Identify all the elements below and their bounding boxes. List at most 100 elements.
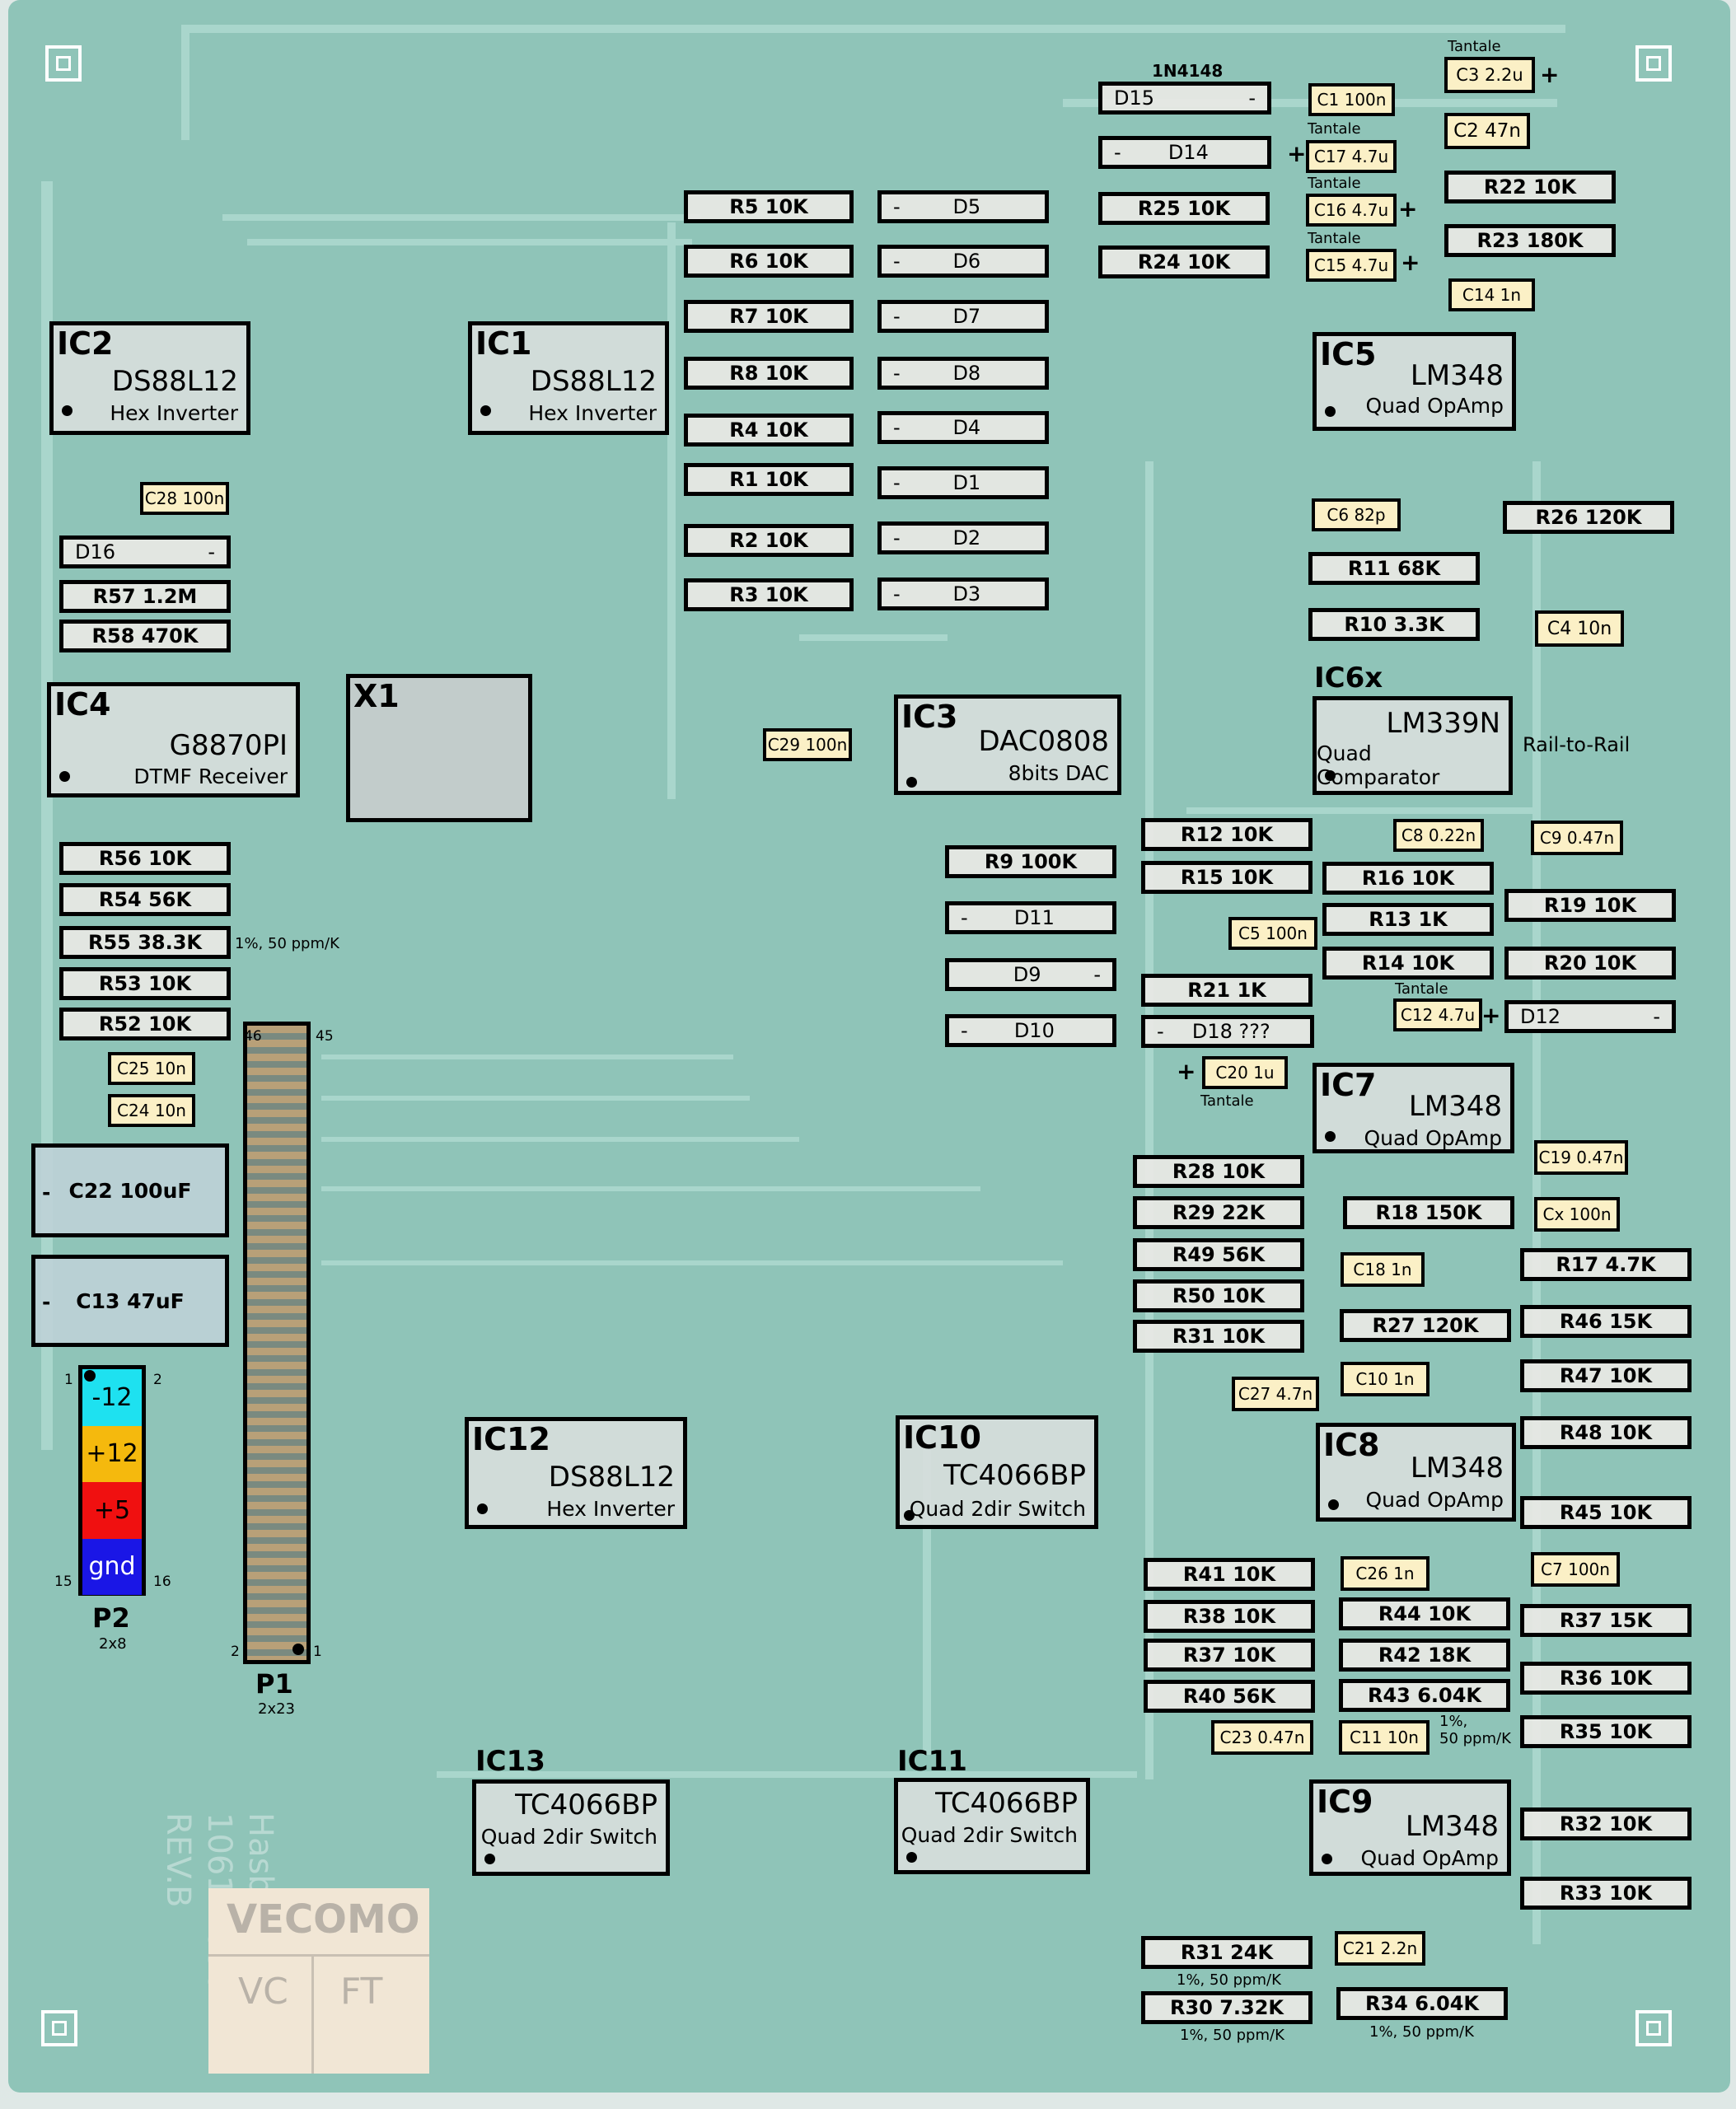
capacitor-c23: C23 0.47n: [1211, 1720, 1313, 1755]
plus-c12: +: [1481, 1002, 1501, 1029]
resistor-r23: R23 180K: [1444, 224, 1616, 257]
resistor-r12: R12 10K: [1141, 818, 1313, 851]
diode-d6: -D6: [877, 245, 1049, 278]
ic6x-comparator: LM339N Quad Comparator: [1313, 696, 1513, 795]
plus-c17: +: [1287, 140, 1307, 167]
capacitor-c18: C18 1n: [1341, 1252, 1425, 1287]
capacitor-c20: C20 1u: [1202, 1056, 1288, 1089]
resistor-r6: R6 10K: [684, 245, 854, 278]
resistor-r31: R31 10K: [1133, 1320, 1304, 1353]
capacitor-c2: C2 47n: [1444, 113, 1530, 149]
tolerance-r31: 1%, 50 ppm/K: [1177, 1971, 1281, 1989]
resistor-r22: R22 10K: [1444, 171, 1616, 203]
resistor-r34: R34 6.04K: [1336, 1987, 1508, 2020]
diode-d7: -D7: [877, 300, 1049, 333]
capacitor-c28: C28 100n: [140, 482, 229, 515]
diode-d2: -D2: [877, 521, 1049, 554]
resistor-r36: R36 10K: [1520, 1662, 1692, 1695]
resistor-r21: R21 1K: [1141, 974, 1313, 1007]
p2-size: 2x8: [99, 1635, 127, 1653]
sticker-vc: VC: [238, 1971, 288, 2013]
tolerance-r55: 1%, 50 ppm/K: [235, 935, 339, 952]
resistor-r54: R54 56K: [59, 883, 231, 916]
p1-size: 2x23: [258, 1700, 296, 1718]
sticker-title: VECOMO: [227, 1896, 420, 1943]
capacitor-c25: C25 10n: [108, 1052, 195, 1085]
resistor-r47: R47 10K: [1520, 1359, 1692, 1392]
capacitor-c1: C1 100n: [1308, 83, 1395, 116]
rail-to-rail-note: Rail-to-Rail: [1523, 733, 1631, 756]
p1-label: P1: [255, 1668, 293, 1700]
resistor-r25: R25 10K: [1098, 192, 1270, 225]
capacitor-c24: C24 10n: [108, 1094, 195, 1127]
capacitor-c29: C29 100n: [763, 728, 852, 761]
resistor-r52: R52 10K: [59, 1008, 231, 1040]
diode-d18: -D18 ???: [1141, 1015, 1314, 1048]
diode-type-label: 1N4148: [1152, 61, 1224, 81]
capacitor-c15: C15 4.7u: [1306, 249, 1397, 282]
capacitor-c6: C6 82p: [1312, 498, 1401, 531]
resistor-r41: R41 10K: [1144, 1558, 1315, 1591]
rail-plus5: +5: [82, 1482, 142, 1539]
resistor-r48: R48 10K: [1520, 1416, 1692, 1449]
diode-d3: -D3: [877, 578, 1049, 610]
resistor-r30: R30 7.32K: [1141, 1991, 1313, 2024]
resistor-r45: R45 10K: [1520, 1496, 1692, 1529]
capacitor-c14: C14 1n: [1448, 278, 1535, 311]
resistor-r18: R18 150K: [1343, 1196, 1514, 1229]
capacitor-c9: C9 0.47n: [1531, 821, 1623, 855]
diode-d4: -D4: [877, 411, 1049, 444]
plus-c3: +: [1540, 61, 1560, 88]
mounting-hole-top-right: [1635, 45, 1672, 82]
resistor-r55: R55 38.3K: [59, 926, 231, 959]
capacitor-c3: C3 2.2u: [1444, 57, 1535, 93]
resistor-r32: R32 10K: [1520, 1807, 1692, 1840]
resistor-r29: R29 22K: [1133, 1196, 1304, 1229]
resistor-r19: R19 10K: [1504, 889, 1676, 922]
resistor-r13: R13 1K: [1322, 903, 1494, 936]
p2-pin1: 1: [64, 1372, 73, 1388]
ic11-switch: TC4066BP Quad 2dir Switch: [894, 1778, 1090, 1874]
capacitor-c22: -C22 100uF: [31, 1143, 229, 1237]
diode-d10: -D10: [945, 1014, 1116, 1047]
resistor-r35: R35 10K: [1520, 1715, 1692, 1748]
diode-d12: D12-: [1504, 1000, 1676, 1033]
p1-pin1: 1: [313, 1644, 322, 1660]
resistor-r31b: R31 24K: [1141, 1936, 1313, 1969]
p1-pin46: 46: [244, 1028, 262, 1045]
board-silkscreen-text: Hasbel 1061-2030 REV.B: [0, 1779, 279, 1992]
resistor-r37a: R37 10K: [1144, 1639, 1315, 1672]
tolerance-r43-line1: 1%,: [1439, 1713, 1468, 1730]
x1-crystal: X1: [346, 674, 532, 822]
resistor-r56: R56 10K: [59, 842, 231, 875]
diode-d14: -D14: [1098, 136, 1271, 169]
capacitor-c10: C10 1n: [1341, 1362, 1430, 1396]
diode-d16: D16-: [59, 535, 231, 568]
diode-d8: -D8: [877, 357, 1049, 390]
resistor-r20: R20 10K: [1504, 947, 1676, 980]
diode-d15: D15-: [1098, 82, 1271, 115]
resistor-r44: R44 10K: [1339, 1597, 1510, 1630]
plus-c15: +: [1401, 249, 1420, 276]
p1-pin45: 45: [316, 1028, 334, 1045]
resistor-r17: R17 4.7K: [1520, 1248, 1692, 1281]
resistor-r1: R1 10K: [684, 463, 854, 496]
capacitor-cx: Cx 100n: [1534, 1197, 1620, 1232]
tantale-label-c17: Tantale: [1308, 120, 1361, 138]
resistor-r15: R15 10K: [1141, 861, 1313, 894]
mounting-hole-bottom-right: [1635, 2010, 1672, 2046]
p2-pin1-dot: [84, 1370, 96, 1382]
capacitor-c26: C26 1n: [1341, 1556, 1430, 1591]
capacitor-c5: C5 100n: [1228, 917, 1317, 950]
resistor-r4: R4 10K: [684, 414, 854, 447]
p2-power-connector: -12 +12 +5 gnd: [78, 1365, 146, 1596]
ic13-id: IC13: [475, 1745, 545, 1778]
rail-minus12: -12: [82, 1369, 142, 1426]
resistor-r33: R33 10K: [1520, 1877, 1692, 1910]
